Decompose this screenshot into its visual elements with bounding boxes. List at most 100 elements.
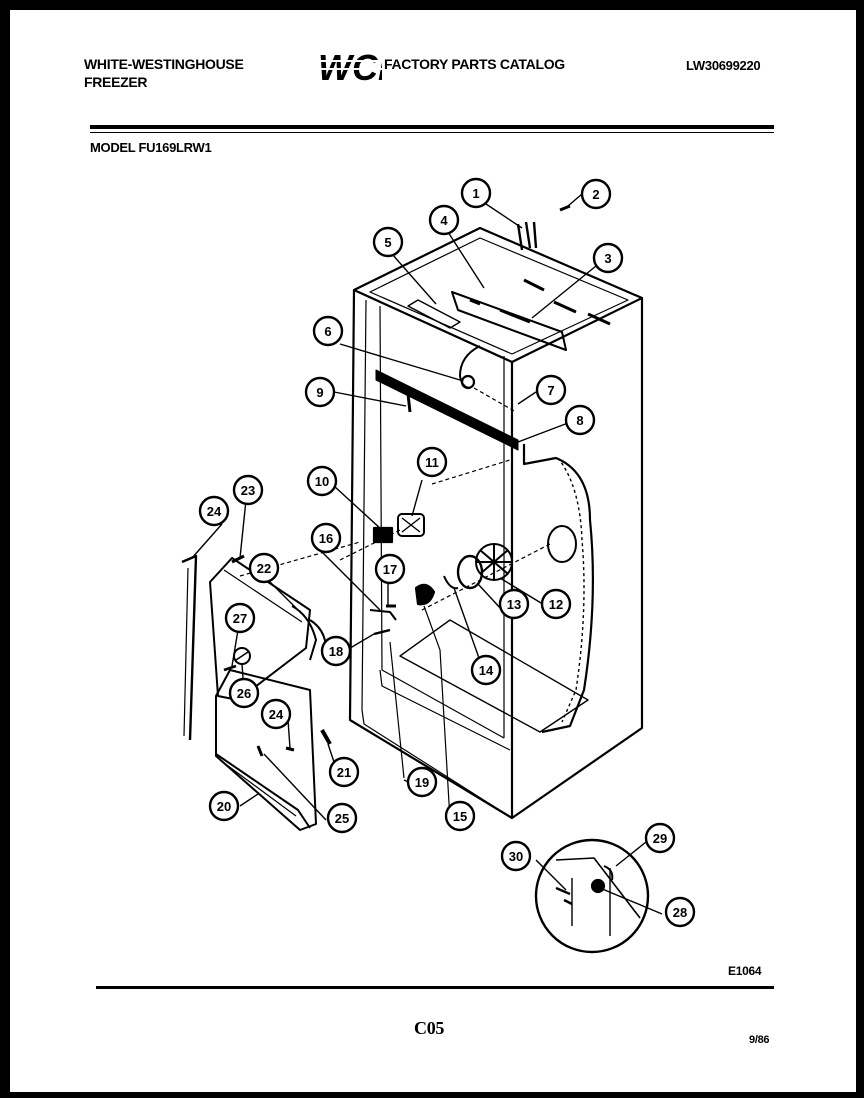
brand-name: WHITE-WESTINGHOUSE [84, 56, 244, 72]
callout-circle [500, 840, 532, 872]
callout-number: 13 [507, 597, 521, 612]
callout-circle [260, 698, 292, 730]
callout-number: 8 [576, 413, 583, 428]
callout-circle [312, 315, 344, 347]
header-rule-thin [90, 132, 774, 133]
callout-number: 9 [316, 385, 323, 400]
callout-number: 24 [207, 504, 222, 519]
callout-number: 20 [217, 799, 231, 814]
callout-number: 11 [425, 455, 439, 470]
model-label: MODEL FU169LRW1 [90, 140, 212, 155]
callout-4: 4 [428, 204, 460, 236]
callout-number: 7 [547, 383, 554, 398]
callout-2: 2 [580, 178, 612, 210]
callout-circle [470, 654, 502, 686]
callout-circle [644, 822, 676, 854]
page-id: C05 [414, 1018, 445, 1038]
callout-28: 28 [664, 896, 696, 928]
callout-circle [228, 677, 260, 709]
exploded-parts-diagram: 1234567891011121314151617181920212223242… [181, 177, 762, 978]
callout-number: 15 [453, 809, 467, 824]
callout-number: 3 [604, 251, 611, 266]
callout-24: 24 [198, 495, 230, 527]
callout-circle [592, 242, 624, 274]
callout-circle [310, 522, 342, 554]
callout-number: 1 [472, 186, 479, 201]
callout-number: 2 [592, 187, 599, 202]
callout-number: 28 [673, 905, 687, 920]
callout-circle [416, 446, 448, 478]
callout-circle [248, 552, 280, 584]
callout-circle [232, 474, 264, 506]
callout-number: 5 [384, 235, 391, 250]
callout-13: 13 [498, 588, 530, 620]
callout-26: 26 [228, 677, 260, 709]
callout-number: 12 [549, 597, 563, 612]
callout-14: 14 [470, 654, 502, 686]
callout-5: 5 [372, 226, 404, 258]
callout-circle [540, 588, 572, 620]
callout-18: 18 [320, 635, 352, 667]
callout-circle [320, 635, 352, 667]
wci-logo-text: WCI [318, 48, 382, 86]
callout-1: 1 [460, 177, 492, 209]
wci-logo: WCI [316, 48, 382, 86]
figure-code: E1064 [728, 964, 762, 978]
callout-11: 11 [416, 446, 448, 478]
callout-8: 8 [564, 404, 596, 436]
header-rule-thick [90, 125, 774, 129]
callout-20: 20 [208, 790, 240, 822]
callout-number: 25 [335, 811, 349, 826]
callout-circle [224, 602, 256, 634]
callout-3: 3 [592, 242, 624, 274]
callout-10: 10 [306, 465, 338, 497]
callout-25: 25 [326, 802, 358, 834]
callout-23: 23 [232, 474, 264, 506]
callout-number: 30 [509, 849, 523, 864]
callout-16: 16 [310, 522, 342, 554]
callout-circle [580, 178, 612, 210]
callout-circle [306, 465, 338, 497]
callout-circle [372, 226, 404, 258]
brand-block: WHITE-WESTINGHOUSE FREEZER [84, 55, 244, 91]
callout-number: 21 [337, 765, 351, 780]
callout-number: 23 [241, 483, 255, 498]
footer-rule [96, 986, 774, 989]
callout-6: 6 [312, 315, 344, 347]
callout-circle [664, 896, 696, 928]
callout-number: 19 [415, 775, 429, 790]
callout-19: 19 [406, 766, 438, 798]
callout-number: 29 [653, 831, 667, 846]
callout-circle [208, 790, 240, 822]
callout-circle [328, 756, 360, 788]
callout-27: 27 [224, 602, 256, 634]
callout-30: 30 [500, 840, 532, 872]
callout-circle [564, 404, 596, 436]
callout-number: 27 [233, 611, 247, 626]
callout-21: 21 [328, 756, 360, 788]
callout-circle [498, 588, 530, 620]
callout-number: 22 [257, 561, 271, 576]
callout-number: 16 [319, 531, 333, 546]
callout-12: 12 [540, 588, 572, 620]
callout-29: 29 [644, 822, 676, 854]
callout-7: 7 [535, 374, 567, 406]
catalog-page: WHITE-WESTINGHOUSE FREEZER WCI FACTORY P… [10, 10, 856, 1092]
callout-number: 4 [440, 213, 448, 228]
callout-circle [326, 802, 358, 834]
callout-circle [304, 376, 336, 408]
callout-circle [535, 374, 567, 406]
callout-number: 24 [269, 707, 284, 722]
callout-17: 17 [374, 553, 406, 585]
callout-circle [444, 800, 476, 832]
callout-15: 15 [444, 800, 476, 832]
callout-22: 22 [248, 552, 280, 584]
callout-24: 24 [260, 698, 292, 730]
callout-circle [428, 204, 460, 236]
callout-number: 17 [383, 562, 397, 577]
callout-number: 6 [324, 324, 331, 339]
revision-date: 9/86 [749, 1034, 770, 1046]
callout-number: 10 [315, 474, 329, 489]
callout-number: 14 [479, 663, 494, 678]
product-type: FREEZER [84, 74, 148, 90]
